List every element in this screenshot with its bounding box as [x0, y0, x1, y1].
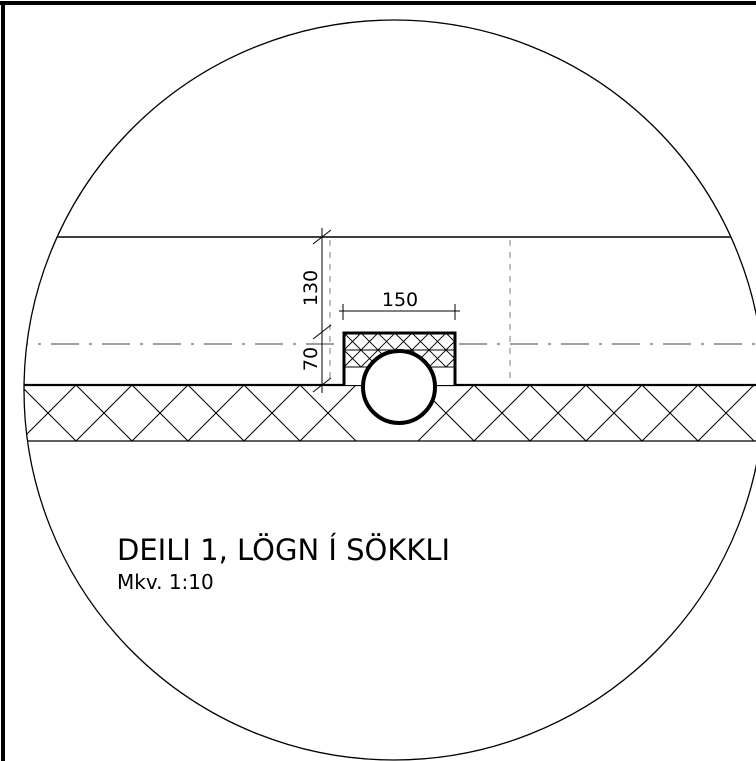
- horizontal-dimension: [339, 304, 460, 320]
- pipe-circle: [361, 349, 437, 425]
- vertical-dimension: [312, 228, 332, 393]
- dimension-label-70: 70: [300, 347, 322, 371]
- insulation-band: [24, 383, 756, 442]
- detail-circle: [23, 19, 756, 761]
- drawing-title: DEILI 1, LÖGN Í SÖKKLI: [117, 533, 450, 567]
- dimension-label-150: 150: [382, 289, 418, 311]
- dimension-label-130: 130: [300, 270, 322, 306]
- drawing-scale: Mkv. 1:10: [117, 570, 214, 594]
